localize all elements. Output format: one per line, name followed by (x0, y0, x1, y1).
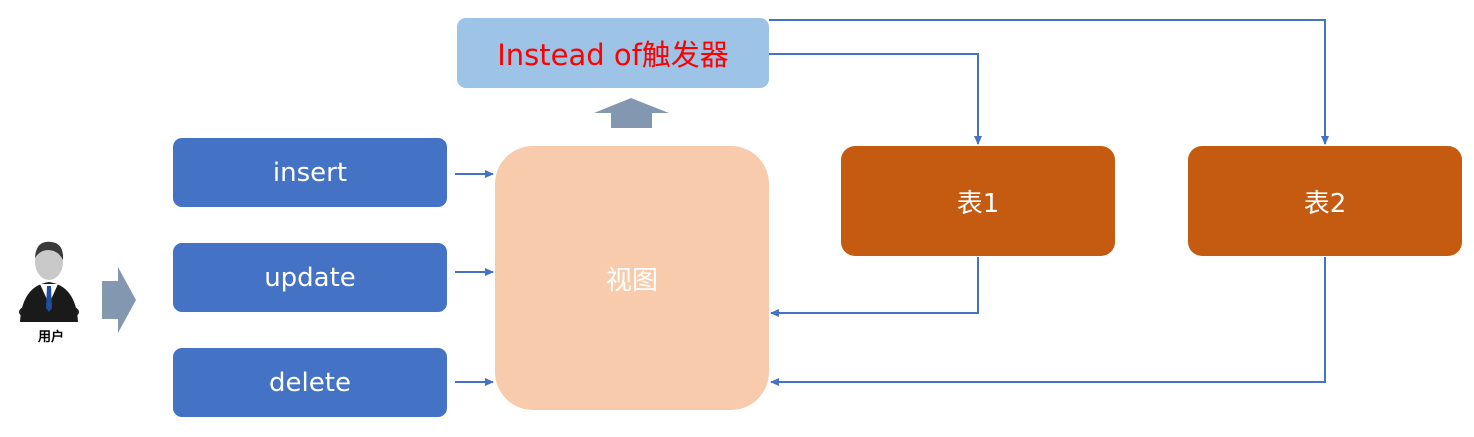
trigger-to-table2-connector (769, 19, 1329, 145)
user-to-operations-arrow (102, 267, 136, 333)
view-box: 视图 (495, 146, 769, 410)
table2-box: 表2 (1188, 146, 1462, 256)
user-icon (19, 241, 79, 322)
table1-to-view-connector (770, 257, 979, 317)
table2-to-view-connector (770, 257, 1326, 386)
instead-of-trigger-box: Instead of触发器 (457, 18, 769, 88)
delete-operation-box: delete (173, 348, 447, 417)
update-operation-box: update (173, 243, 447, 312)
table1-box: 表1 (841, 146, 1115, 256)
user-label: 用户 (37, 330, 64, 345)
trigger-to-table1-connector (769, 53, 982, 145)
view-to-trigger-arrow (594, 98, 669, 128)
insert-operation-box: insert (173, 138, 447, 207)
